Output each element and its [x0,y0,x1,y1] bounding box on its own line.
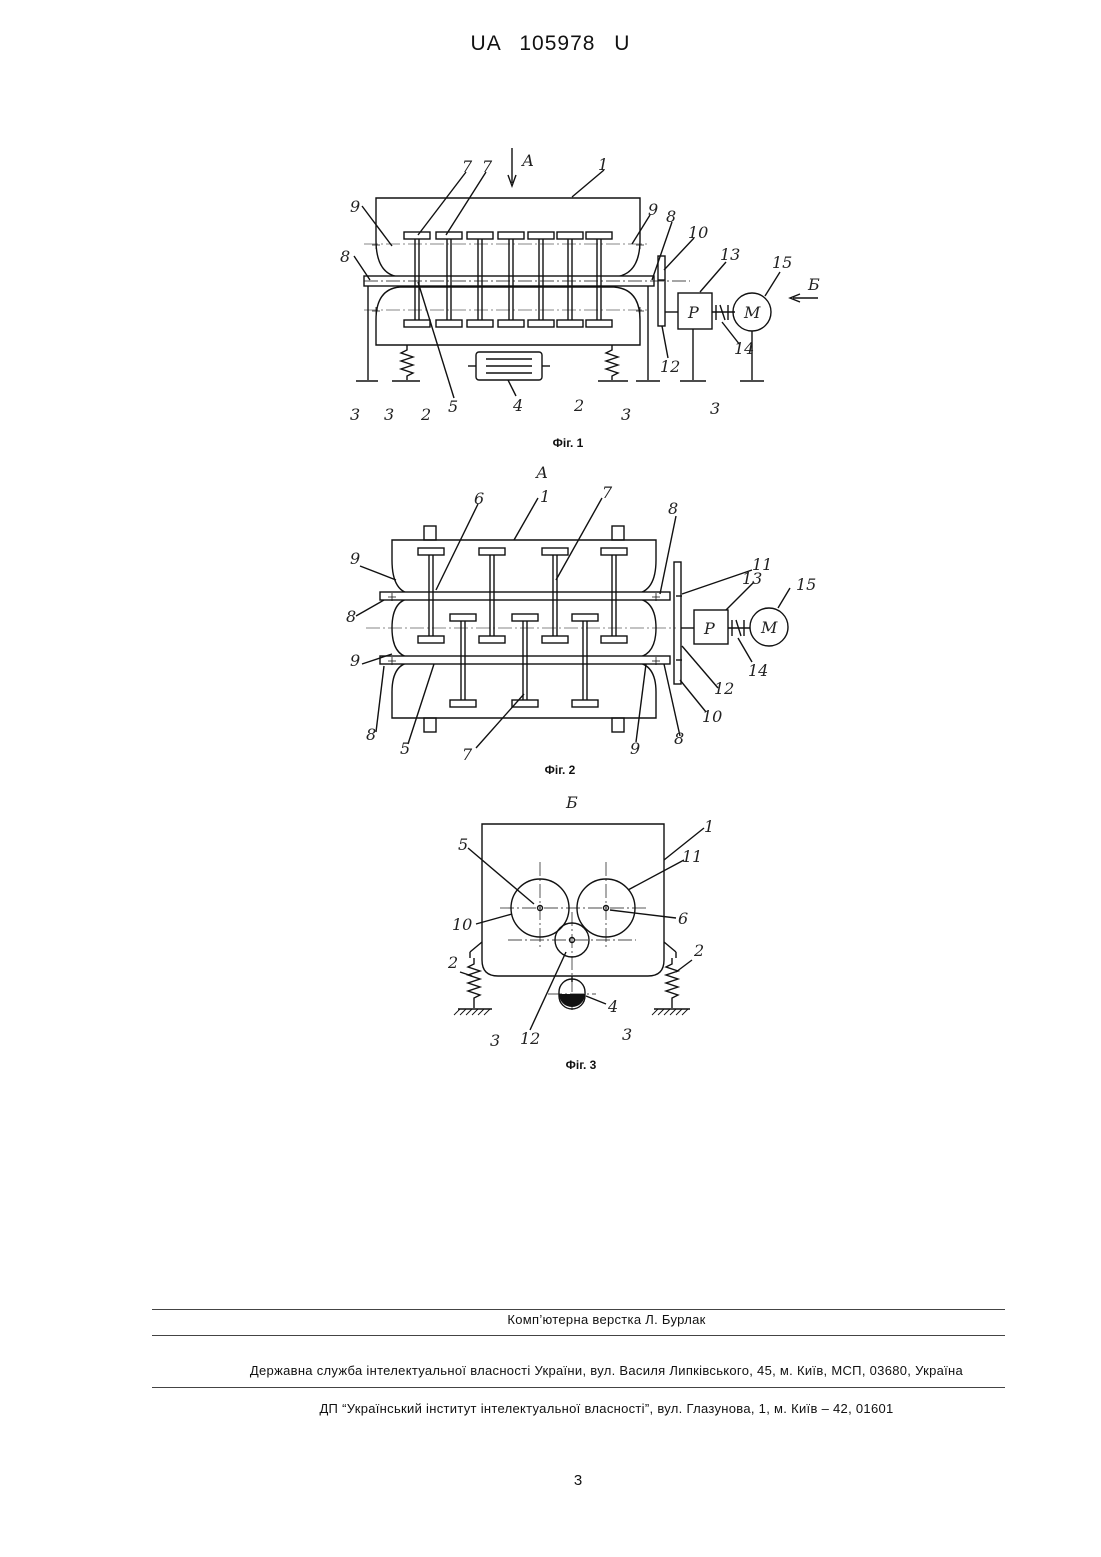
figure-3-caption: Фіг. 3 [481,1058,681,1072]
fig3-label-3a: 3 [490,1031,500,1050]
institute-address: ДП “Український інститут інтелектуальної… [0,1401,1101,1416]
fig3-label-3b: 3 [622,1025,632,1044]
footer-rule-top [152,1309,1005,1310]
footer-rule-bottom [152,1387,1005,1388]
figure-3-drawing: Б 1 11 5 10 6 2 2 3 3 4 12 [0,0,1101,1060]
fig3-label-4: 4 [607,997,618,1016]
fig3-label-1: 1 [704,817,714,836]
fig3-label-2b: 2 [693,941,704,960]
fig3-label-B: Б [565,793,578,812]
fig3-label-2a: 2 [447,953,458,972]
fig3-label-6: 6 [678,909,688,928]
page-number: 3 [0,1472,1101,1489]
footer-rule-middle [152,1335,1005,1336]
fig3-label-5: 5 [458,835,468,854]
layout-credit: Комп’ютерна верстка Л. Бурлак [0,1312,1101,1327]
agency-address: Державна служба інтелектуальної власност… [0,1363,1101,1378]
fig3-label-11: 11 [682,847,702,866]
fig3-label-10: 10 [452,915,472,934]
fig3-label-12: 12 [520,1029,540,1048]
